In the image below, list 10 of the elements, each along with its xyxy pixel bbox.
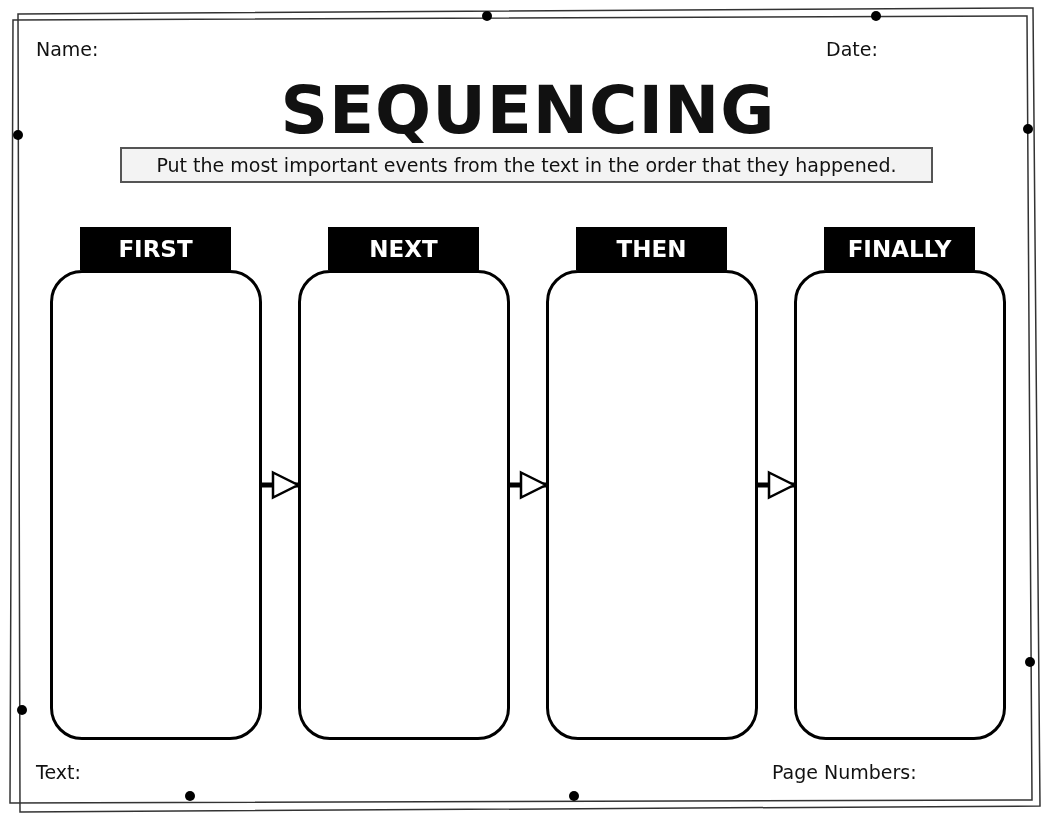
form-label: Text: bbox=[36, 761, 81, 783]
form-label: Name: bbox=[36, 38, 99, 60]
step-heading: FINALLY bbox=[824, 227, 975, 270]
form-label: Page Numbers: bbox=[772, 761, 917, 783]
step-heading: THEN bbox=[576, 227, 727, 270]
title: SEQUENCING bbox=[279, 72, 777, 149]
step-heading: NEXT bbox=[328, 227, 479, 270]
instruction-box: Put the most important events from the text in the order that they happened. bbox=[120, 147, 933, 183]
step-heading: FIRST bbox=[80, 227, 231, 270]
form-label: Date: bbox=[826, 38, 878, 60]
